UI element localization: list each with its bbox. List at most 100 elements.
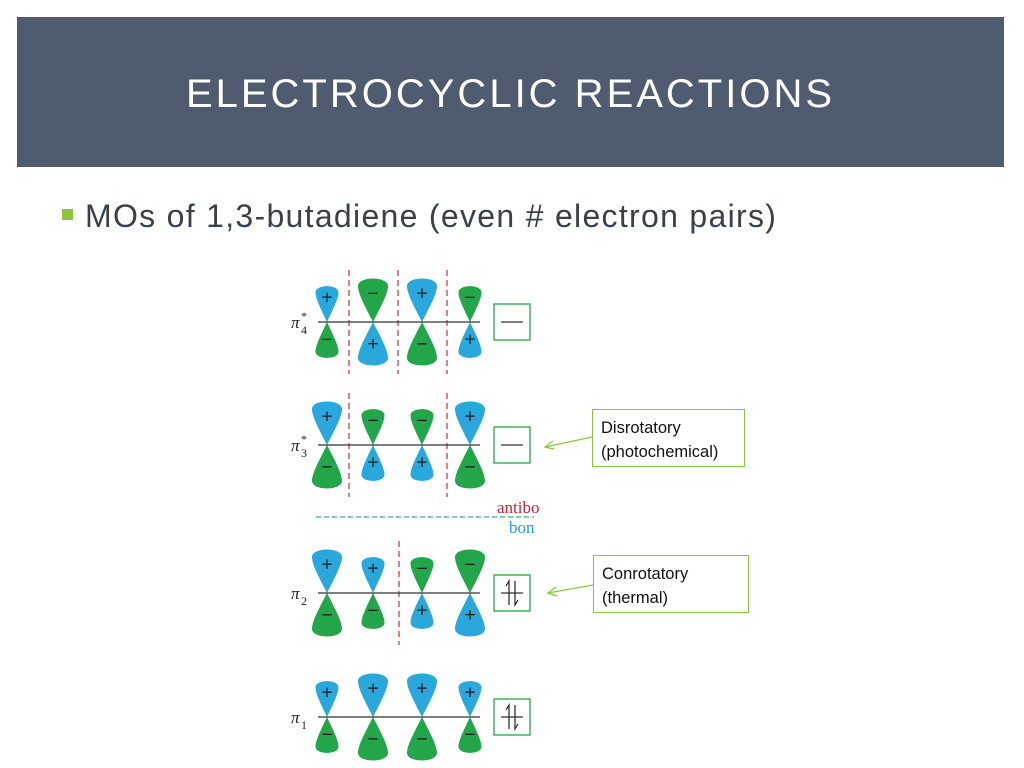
upper-lobe — [312, 401, 342, 445]
minus-sign: − — [416, 411, 429, 429]
disrotatory-arrowhead — [543, 440, 555, 450]
plus-sign: + — [464, 407, 477, 425]
mo-label: π — [291, 708, 300, 727]
plus-sign: + — [367, 335, 380, 353]
minus-sign: − — [416, 559, 429, 577]
upper-lobe — [358, 673, 388, 717]
minus-sign: − — [367, 730, 380, 748]
mo-label-sup: * — [301, 309, 307, 323]
plus-sign: + — [416, 284, 429, 302]
mo-label: π — [291, 584, 300, 603]
upper-lobe — [358, 278, 388, 322]
plus-sign: + — [321, 407, 334, 425]
title-bar: ELECTROCYCLIC REACTIONS — [17, 17, 1004, 167]
plus-sign: + — [416, 601, 429, 619]
lower-lobe — [315, 322, 339, 358]
upper-lobe — [458, 286, 482, 322]
plus-sign: + — [321, 288, 334, 306]
lower-lobe — [312, 445, 342, 489]
bullet-item: MOs of 1,3-butadiene (even # electron pa… — [62, 198, 777, 235]
mo-label-sup: * — [301, 432, 307, 446]
mo-label-sub: 1 — [301, 718, 307, 732]
lower-lobe — [455, 445, 485, 489]
lower-lobe — [315, 717, 339, 753]
mo-label: π — [291, 436, 300, 455]
lower-lobe — [458, 322, 482, 358]
plus-sign: + — [321, 683, 334, 701]
minus-sign: − — [464, 288, 477, 306]
minus-sign: − — [321, 458, 334, 476]
upper-lobe — [315, 286, 339, 322]
upper-lobe — [312, 549, 342, 593]
minus-sign: − — [464, 458, 477, 476]
lower-lobe — [361, 593, 385, 629]
plus-sign: + — [416, 453, 429, 471]
bullet-square-icon — [62, 209, 73, 220]
plus-sign: + — [416, 679, 429, 697]
upper-lobe — [458, 681, 482, 717]
upper-lobe — [407, 673, 437, 717]
lower-lobe — [410, 593, 434, 629]
bonding-divider: antibo bon — [316, 498, 540, 537]
conrotatory-arrow — [547, 584, 594, 594]
bonding-label: bon — [509, 518, 535, 537]
minus-sign: − — [321, 606, 334, 624]
upper-lobe — [315, 681, 339, 717]
minus-sign: − — [416, 335, 429, 353]
lower-lobe — [458, 717, 482, 753]
lower-lobe — [455, 593, 485, 637]
mo-label-sub: 3 — [301, 446, 307, 460]
plus-sign: + — [367, 679, 380, 697]
upper-lobe — [410, 557, 434, 593]
slide-title: ELECTROCYCLIC REACTIONS — [185, 71, 836, 116]
callout-line: (thermal) — [602, 589, 669, 607]
disrotatory-arrow — [544, 436, 593, 448]
minus-sign: − — [464, 555, 477, 573]
upper-lobe — [455, 549, 485, 593]
minus-sign: − — [416, 730, 429, 748]
plus-sign: + — [464, 683, 477, 701]
callout-line: (photochemical) — [601, 443, 719, 461]
callout-line: Conrotatory — [602, 565, 689, 583]
upper-lobe — [361, 557, 385, 593]
plus-sign: + — [367, 559, 380, 577]
lower-lobe — [407, 322, 437, 366]
upper-lobe — [361, 409, 385, 445]
mo-4: + − − + + − − + π*4 — [291, 270, 531, 374]
minus-sign: − — [464, 725, 477, 743]
minus-sign: − — [321, 330, 334, 348]
mo-3: + − − + − + + − π*3 — [291, 393, 531, 497]
callout-arrows — [543, 436, 594, 597]
plus-sign: + — [464, 330, 477, 348]
plus-sign: + — [321, 555, 334, 573]
conrotatory-arrowhead — [546, 586, 558, 597]
lower-lobe — [312, 593, 342, 637]
lower-lobe — [358, 322, 388, 366]
plus-sign: + — [367, 453, 380, 471]
upper-lobe — [407, 278, 437, 322]
mo-label-sub: 2 — [301, 594, 307, 608]
disrotatory-callout: Disrotatory (photochemical) — [592, 409, 745, 467]
bullet-text: MOs of 1,3-butadiene (even # electron pa… — [85, 198, 778, 234]
lower-lobe — [358, 717, 388, 761]
minus-sign: − — [367, 411, 380, 429]
mo-label-sub: 4 — [301, 323, 307, 337]
conrotatory-callout: Conrotatory (thermal) — [593, 555, 749, 613]
upper-lobe — [455, 401, 485, 445]
minus-sign: − — [367, 284, 380, 302]
spin-up-electron — [505, 578, 510, 605]
callout-line: Disrotatory — [601, 419, 681, 437]
spin-up-electron — [505, 702, 510, 729]
antibonding-label: antibo — [497, 498, 540, 517]
spin-down-electron — [514, 705, 519, 732]
lower-lobe — [410, 445, 434, 481]
plus-sign: + — [464, 606, 477, 624]
minus-sign: − — [321, 725, 334, 743]
mo-label: π — [291, 313, 300, 332]
upper-lobe — [410, 409, 434, 445]
lower-lobe — [361, 445, 385, 481]
